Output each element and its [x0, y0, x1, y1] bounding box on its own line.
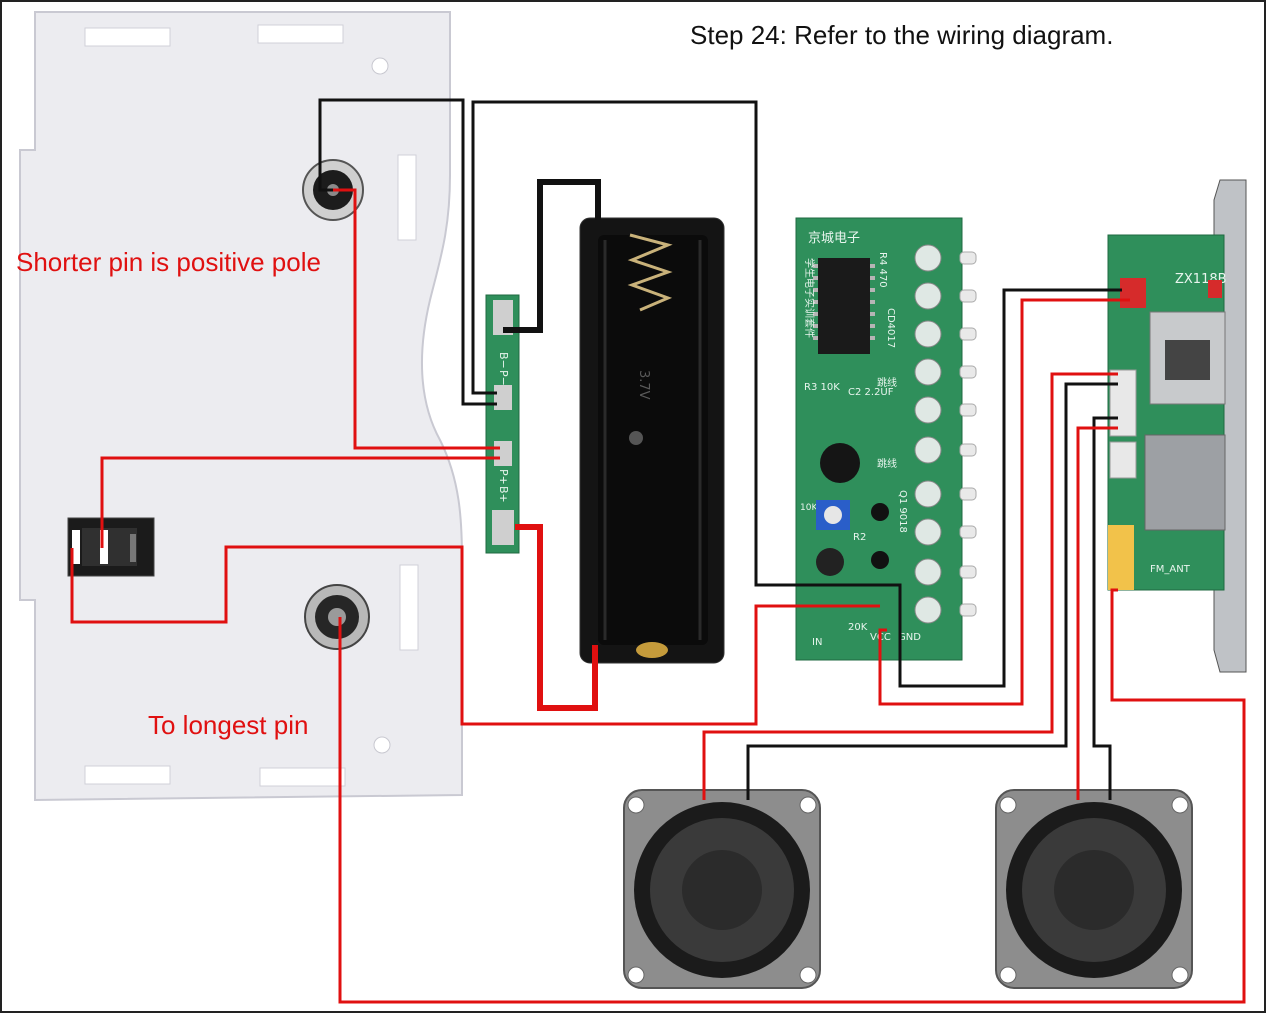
kit-label: 学生电子实训套件: [803, 258, 816, 338]
step-title: Step 24: Refer to the wiring diagram.: [690, 20, 1114, 50]
power-switch: [67, 517, 155, 577]
wire-audio-jack: [338, 588, 1246, 1004]
case-slot: [397, 154, 417, 241]
battery-marking: 3.7V: [636, 370, 651, 400]
power-connector: [1120, 278, 1146, 308]
wire-speaker-left-negative: [746, 382, 1118, 800]
transistor-label: Q1 9018: [897, 490, 908, 533]
in-pin-label: IN: [812, 637, 822, 648]
speaker-right: [995, 789, 1193, 989]
ir-receiver: [1108, 525, 1134, 590]
transistor: [871, 551, 889, 569]
case-slot: [259, 767, 346, 787]
wire-speaker-left-positive: [702, 372, 1118, 800]
audio-jack: [304, 584, 370, 650]
case-slot: [399, 564, 419, 651]
mp3-decoder-board: ZX118B FM_ANT: [1107, 179, 1247, 673]
annotation-shorter-pin: Shorter pin is positive pole: [16, 247, 321, 277]
pad-label-p-plus: P+: [497, 469, 510, 485]
wire-ground: [471, 100, 1122, 688]
wire-battery-negative: [503, 179, 601, 333]
c2-label: C2 2.2UF: [848, 387, 894, 398]
gnd-pin-label: GND: [898, 632, 921, 643]
transistor: [871, 503, 889, 521]
wire-switch-to-board: [100, 456, 500, 548]
wire-battery-positive: [515, 524, 598, 711]
jumper-label: 跳线: [877, 376, 897, 389]
speaker-left: [623, 789, 821, 989]
pad-label-p-minus: P−: [497, 370, 510, 386]
pad-label-b-plus: B+: [497, 486, 510, 503]
battery-holder: 3.7V: [579, 217, 725, 664]
wire-switch-to-led: [70, 545, 880, 726]
r2-label: R2: [853, 532, 866, 543]
wire-speaker-right-positive: [1076, 426, 1118, 800]
annotation-longest-pin: To longest pin: [148, 710, 309, 740]
positive-wires: [70, 188, 1246, 1004]
led-board-brand: 京城电子: [808, 231, 860, 246]
fm-antenna-label: FM_ANT: [1150, 564, 1191, 575]
battery-spring: [627, 233, 673, 312]
case-slot: [84, 27, 171, 47]
case-slot: [257, 24, 344, 44]
r4-label: R4 470: [877, 252, 888, 288]
r-20k-label: 20K: [848, 622, 868, 633]
microphone: [820, 443, 860, 483]
screw-hole: [371, 57, 389, 75]
r3-label: R3 10K: [804, 382, 840, 393]
sd-card-slot: [1144, 434, 1226, 531]
chip-label: CD4017: [885, 308, 896, 348]
pad-label-b-minus: B−: [497, 352, 510, 369]
led-board: 京城电子 CD4017 学生电子实训套件 R4 470 R3 10K C2 2.…: [795, 217, 977, 661]
wire-dc-negative: [318, 98, 497, 406]
pot-label: 10K: [800, 503, 818, 513]
jumper-label: 跳线: [877, 457, 897, 470]
case-slot: [84, 765, 171, 785]
screw-hole: [373, 736, 391, 754]
led-column: [914, 244, 977, 624]
speaker-connector: [1109, 369, 1137, 437]
cd4017-chip: [818, 258, 870, 354]
plastic-case: [19, 11, 463, 802]
wire-speaker-right-negative: [1092, 416, 1118, 800]
battery-contact: [636, 642, 668, 658]
charge-protection-board: B− P− P+ B+: [485, 294, 520, 554]
wire-dc-positive: [333, 188, 500, 450]
negative-wires: [318, 98, 1122, 800]
wire-vcc-to-mp3: [878, 298, 1130, 706]
usb-port: [1149, 311, 1226, 405]
capacitor: [816, 548, 844, 576]
